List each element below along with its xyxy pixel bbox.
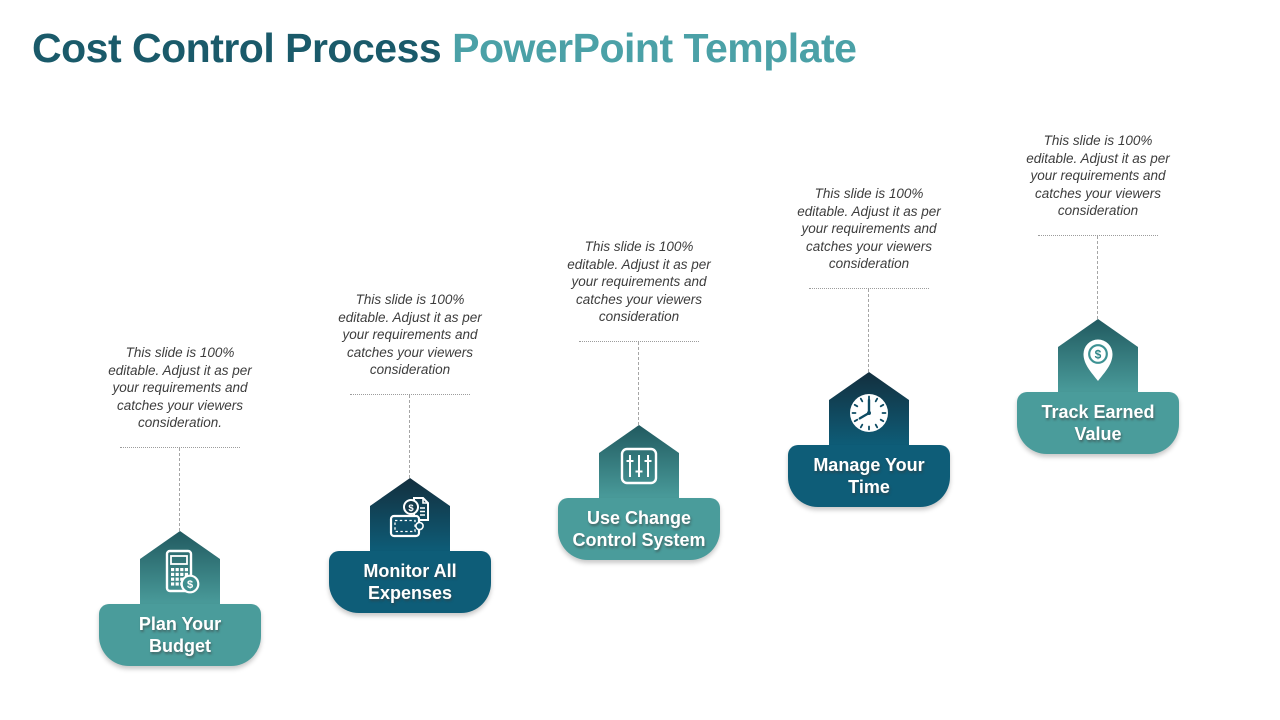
connector-vertical-line — [1097, 236, 1098, 319]
process-step-2: This slide is 100% editable. Adjust it a… — [295, 285, 525, 620]
connector-horizontal-line — [579, 341, 699, 342]
step-4-label-line2: Time — [848, 477, 890, 497]
step-4-label: Manage Your Time — [788, 445, 950, 507]
process-step-1: This slide is 100% editable. Adjust it a… — [65, 338, 295, 673]
sliders-icon — [620, 447, 658, 485]
process-step-4: This slide is 100% editable. Adjust it a… — [754, 179, 984, 514]
step-3-description: This slide is 100% editable. Adjust it a… — [567, 239, 711, 324]
arrow-pentagon-shape — [140, 531, 220, 605]
slide-title-accent: PowerPoint Template — [452, 25, 857, 71]
connector-vertical-line — [868, 289, 869, 372]
step-2-label-line1: Monitor All — [363, 561, 457, 581]
step-5-description: This slide is 100% editable. Adjust it a… — [1026, 133, 1170, 218]
svg-text:$: $ — [1095, 347, 1102, 361]
step-2-description: This slide is 100% editable. Adjust it a… — [338, 292, 482, 377]
step-2-label: Monitor All Expenses — [329, 551, 491, 613]
connector-horizontal-line — [809, 288, 929, 289]
connector-horizontal-line — [120, 447, 240, 448]
calculator-coin-icon: $ — [165, 549, 200, 594]
step-1-label-line1: Plan Your — [138, 614, 222, 634]
step-4-description: This slide is 100% editable. Adjust it a… — [797, 186, 941, 271]
step-2-label-line2: Expenses — [367, 583, 453, 603]
connector-vertical-line — [179, 448, 180, 531]
slide-title: Cost Control Process PowerPoint Template — [32, 25, 857, 71]
step-1-description: This slide is 100% editable. Adjust it a… — [108, 345, 252, 430]
step-3-label-line2: Control System — [572, 530, 706, 550]
step-1-label: Plan Your Budget — [99, 604, 261, 666]
connector-vertical-line — [409, 395, 410, 478]
step-5-label-line1: Track Earned — [1041, 402, 1155, 422]
svg-text:$: $ — [187, 579, 193, 591]
clock-icon — [850, 394, 888, 432]
process-step-3: This slide is 100% editable. Adjust it a… — [524, 232, 754, 567]
connector-vertical-line — [638, 342, 639, 425]
money-location-pin-icon: $ — [1083, 339, 1113, 381]
step-5-label-line2: Value — [1074, 424, 1122, 444]
connector-horizontal-line — [1038, 235, 1158, 236]
step-4-label-line1: Manage Your — [813, 455, 925, 475]
svg-text:$: $ — [408, 503, 414, 514]
slide-title-main: Cost Control Process — [32, 25, 453, 71]
wallet-expenses-icon: $ — [389, 497, 429, 538]
connector-horizontal-line — [350, 394, 470, 395]
step-3-label-line1: Use Change — [586, 508, 692, 528]
step-5-label: Track Earned Value — [1017, 392, 1179, 454]
step-3-label: Use Change Control System — [558, 498, 720, 560]
step-1-label-line2: Budget — [149, 636, 211, 656]
process-step-5: This slide is 100% editable. Adjust it a… — [983, 126, 1213, 461]
